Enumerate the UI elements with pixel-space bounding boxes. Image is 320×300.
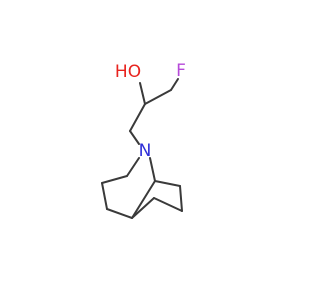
bond-bridge-bottom	[131, 197, 155, 219]
structure-diagram: HO F N	[101, 61, 186, 219]
bond-bridge-right-upper	[179, 185, 183, 212]
bond-left-ring-bottom	[106, 208, 133, 219]
bond-bridge-top	[154, 180, 181, 187]
nitrogen-label: N	[139, 141, 152, 161]
bond-left-ring-right	[131, 180, 156, 219]
bond-left-ring-top	[101, 175, 128, 184]
bond-c1-f	[170, 78, 179, 91]
bond-n-bridgehead-left	[126, 157, 140, 177]
bond-c3-n	[129, 130, 140, 145]
bond-n-bridgehead-right	[149, 157, 156, 182]
bond-c1-c2	[144, 89, 172, 105]
bond-c2-c3	[129, 103, 146, 132]
bond-c2-o	[139, 82, 146, 105]
hydroxyl-label: HO	[115, 62, 141, 82]
molecule-canvas: HO F N	[101, 61, 186, 219]
fluorine-label: F	[176, 61, 186, 81]
bond-bridge-right-lower	[153, 197, 183, 212]
bond-left-ring-left	[101, 182, 108, 210]
